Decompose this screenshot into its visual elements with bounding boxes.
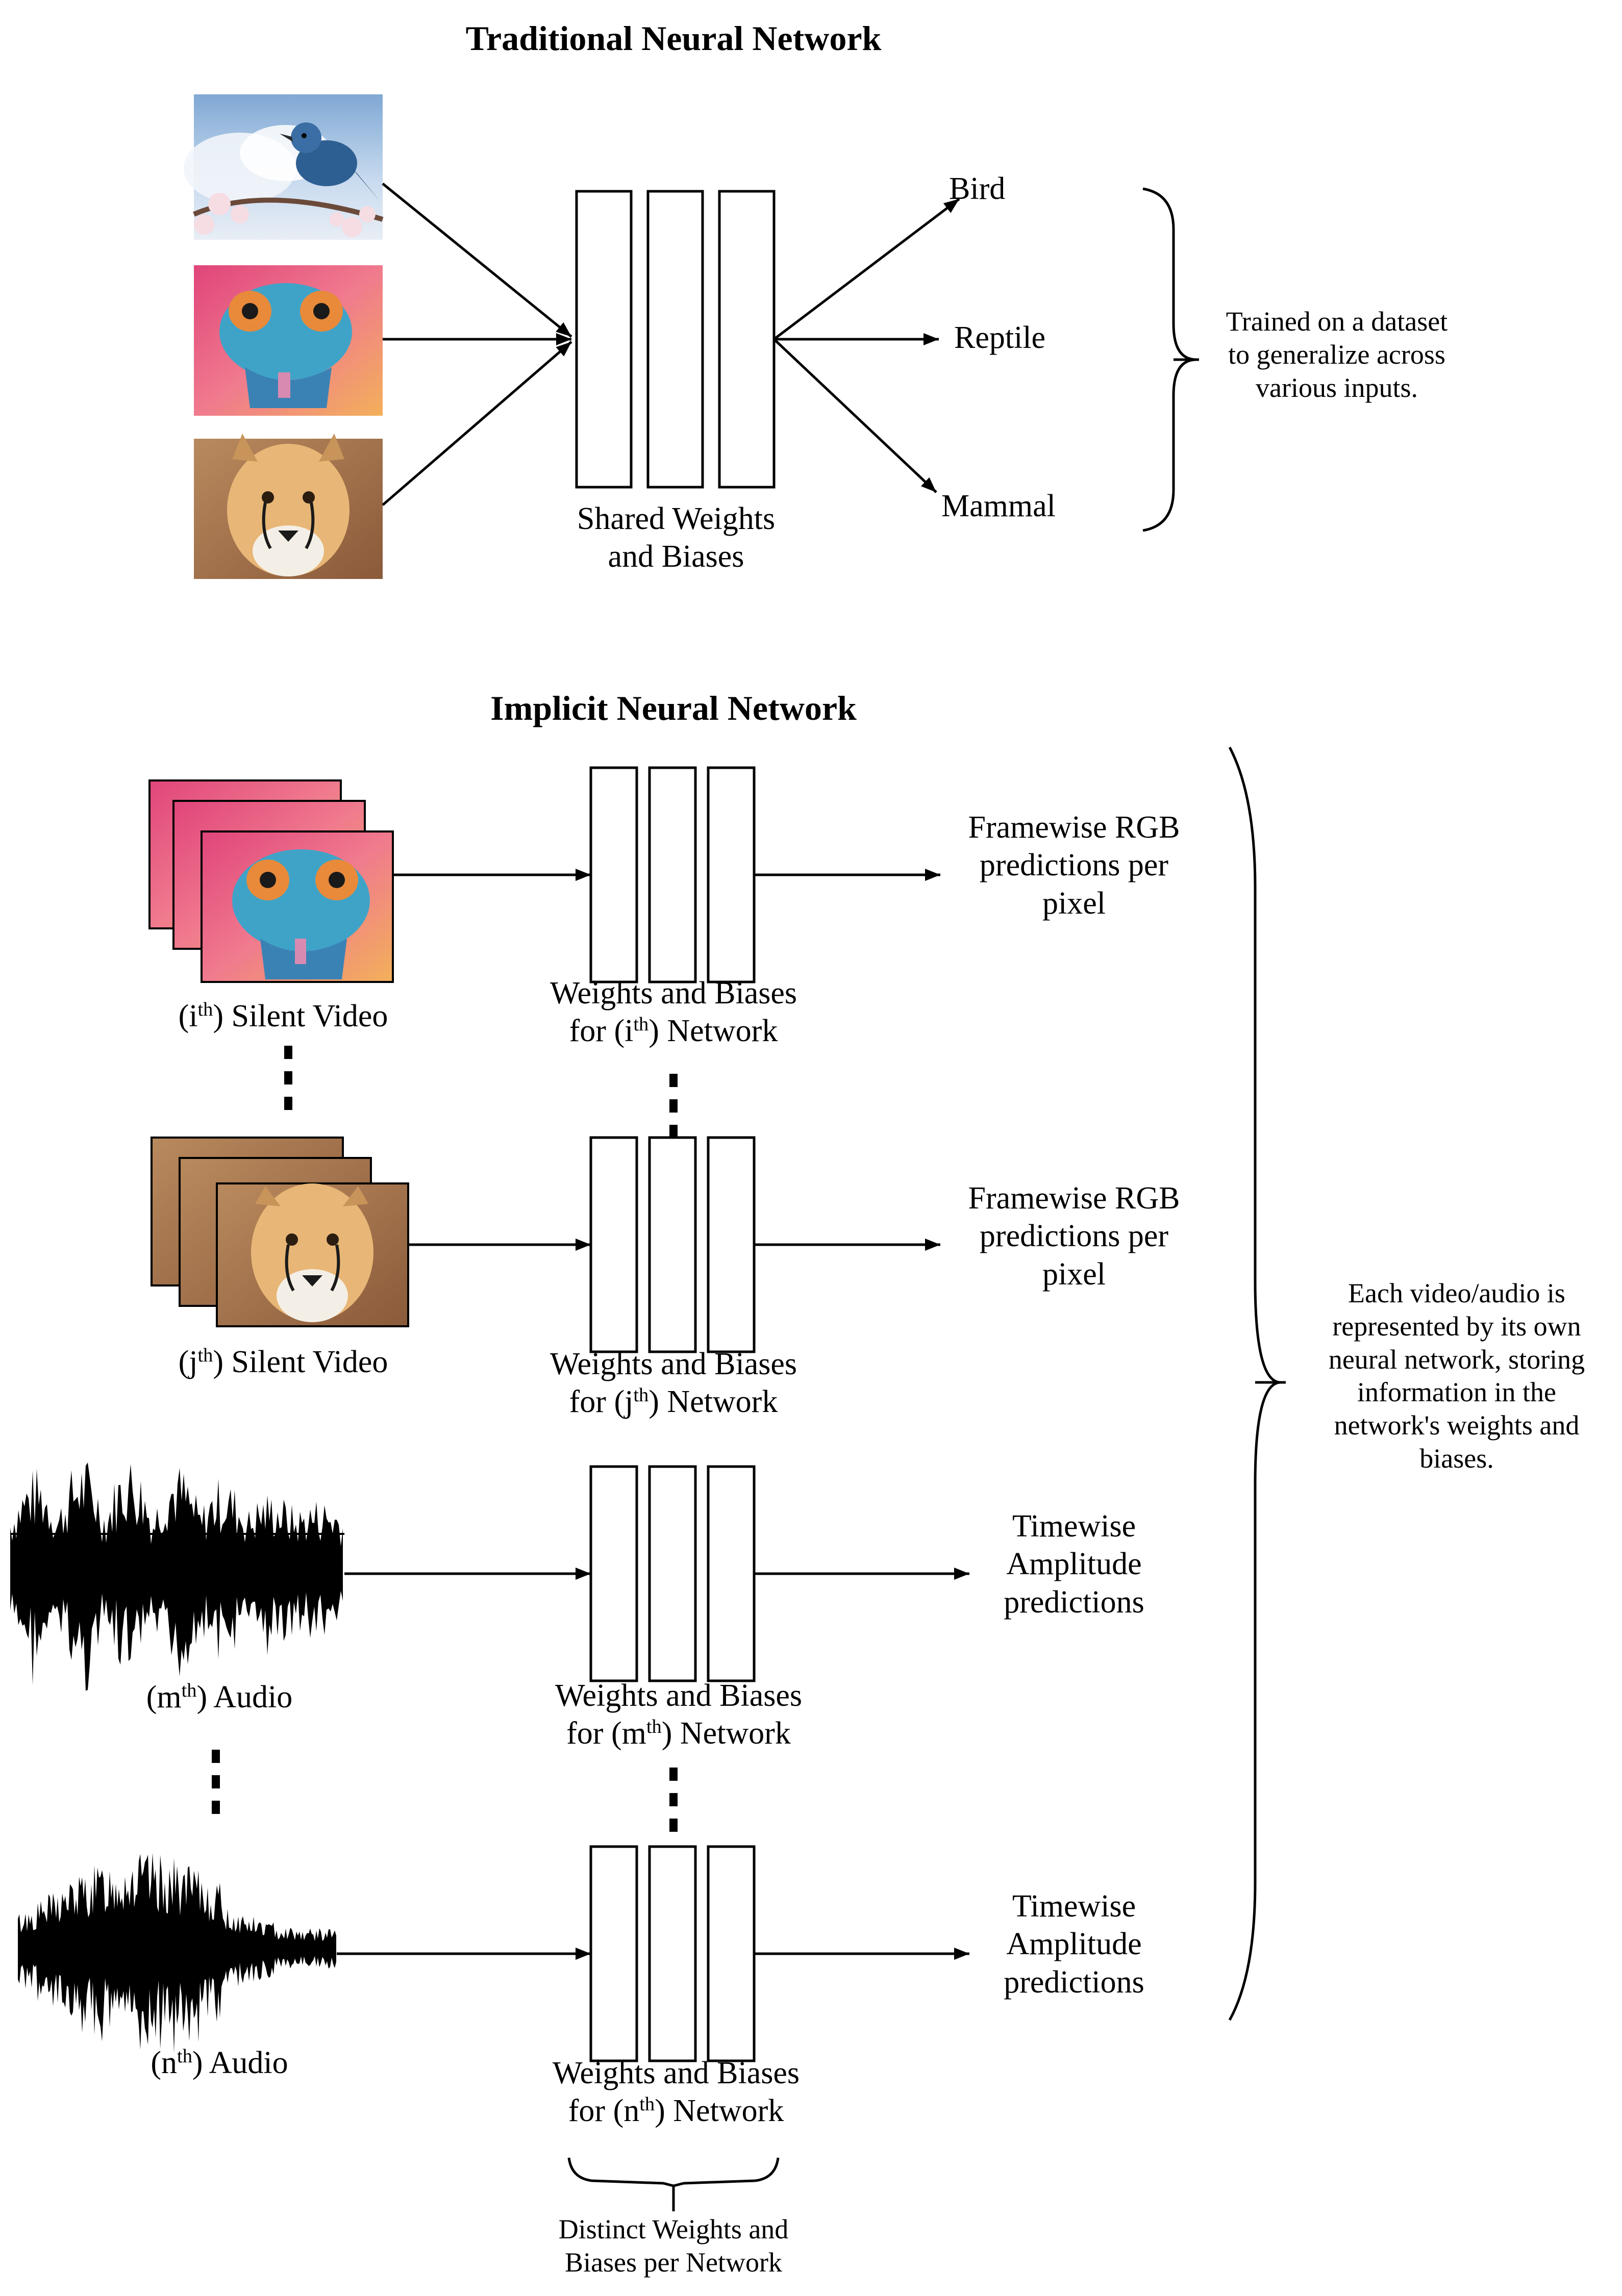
network-label-j: Weights and Biases for (jth) Network [550, 1347, 797, 1420]
output-label-n: Timewise Amplitude predictions [1004, 1889, 1144, 2000]
audio-waveform-m [10, 1462, 344, 1691]
cheetah-icon [227, 434, 350, 576]
output-bird: Bird [949, 171, 1006, 206]
network-n [589, 1845, 756, 2062]
implicit-note: Each video/audio is represented by its o… [1328, 1278, 1585, 1474]
chameleon-icon [219, 283, 352, 408]
output-mammal: Mammal [941, 489, 1056, 523]
network-label-i: Weights and Biases for (ith) Network [550, 976, 797, 1049]
input-arrows [382, 183, 572, 506]
output-label-m: Timewise Amplitude predictions [1004, 1509, 1144, 1620]
output-reptile: Reptile [954, 320, 1046, 355]
cheetah-icon [251, 1183, 373, 1322]
video-stack-j [151, 1137, 409, 1327]
video-stack-i [148, 779, 394, 983]
audio-waveform-n [18, 1853, 336, 2053]
implicit-title: Implicit Neural Network [490, 689, 857, 727]
implicit-arrows [337, 869, 969, 1960]
chameleon-photo [194, 265, 383, 416]
output-label-i: Framewise RGB predictions per pixel [968, 810, 1180, 921]
distinct-note: Distinct Weights and Biases per Network [558, 2214, 789, 2278]
input-label-j: (jth) Silent Video [178, 1344, 388, 1379]
shared-weights-label: Shared Weights and Biases [577, 501, 776, 574]
bird-photo [184, 94, 384, 240]
left-ellipsis [212, 1046, 292, 1814]
network-i [589, 766, 756, 983]
network-j [589, 1136, 756, 1353]
network-label-n: Weights and Biases for (nth) Network [552, 2056, 800, 2129]
output-label-j: Framewise RGB predictions per pixel [968, 1181, 1180, 1292]
distinct-brace [567, 2157, 780, 2187]
input-label-m: (mth) Audio [146, 1679, 293, 1714]
cheetah-photo [194, 434, 383, 579]
network-label-m: Weights and Biases for (mth) Network [555, 1678, 803, 1751]
chameleon-icon [232, 849, 370, 979]
network-m [589, 1465, 756, 1682]
input-label-n: (nth) Audio [151, 2045, 288, 2080]
bird-icon [280, 122, 380, 201]
traditional-note: Trained on a dataset to generalize acros… [1226, 306, 1448, 403]
output-arrows [773, 198, 960, 493]
input-label-i: (ith) Silent Video [178, 998, 388, 1033]
shared-network [575, 190, 776, 489]
traditional-title: Traditional Neural Network [465, 19, 882, 58]
